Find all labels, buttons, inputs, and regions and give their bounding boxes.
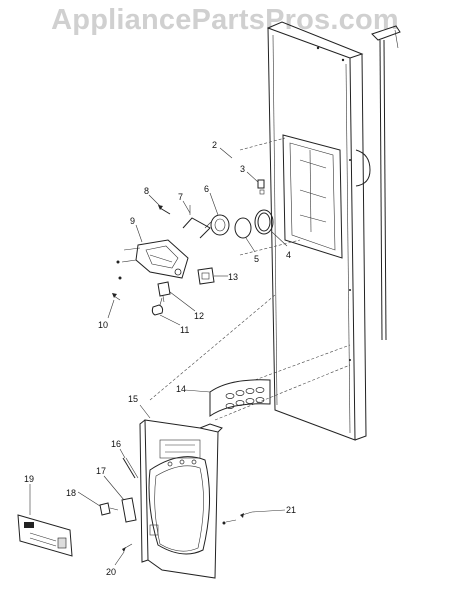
callout-8: 8 — [144, 186, 149, 196]
callout-14: 14 — [176, 384, 186, 394]
part-10-screws — [112, 260, 122, 301]
part-16-lever — [122, 457, 139, 479]
part-8-screw — [158, 205, 171, 215]
callout-10: 10 — [98, 320, 108, 330]
part-5-lens — [234, 217, 252, 239]
callout-leaders — [29, 147, 288, 566]
part-21-screws — [222, 511, 253, 525]
part-11-bulb — [151, 297, 164, 316]
part-19-control-board — [17, 514, 73, 557]
callout-17: 17 — [96, 466, 106, 476]
callout-18: 18 — [66, 488, 76, 498]
callout-7: 7 — [178, 192, 183, 202]
part-13-switch — [197, 267, 215, 285]
part-20-screws — [122, 543, 133, 552]
callout-16: 16 — [111, 439, 121, 449]
callout-19: 19 — [24, 474, 34, 484]
callout-21: 21 — [286, 505, 296, 515]
callout-4: 4 — [286, 250, 291, 260]
dispenser-recess — [282, 134, 343, 259]
part-7-bracket — [182, 205, 211, 239]
callout-13: 13 — [228, 272, 238, 282]
callout-12: 12 — [194, 311, 204, 321]
part-14-overlay — [209, 379, 271, 417]
callout-labels: 2 3 4 5 6 7 8 9 10 11 12 13 14 15 16 17 … — [24, 140, 296, 577]
part-18-clip — [99, 502, 119, 516]
door-panel — [267, 21, 371, 441]
part-12-socket — [157, 281, 171, 303]
watermark: AppliancePartsPros.com — [51, 4, 399, 36]
part-17-bracket — [121, 497, 137, 523]
callout-5: 5 — [254, 254, 259, 264]
callout-11: 11 — [180, 325, 189, 335]
callout-6: 6 — [204, 184, 209, 194]
callout-3: 3 — [240, 164, 245, 174]
callout-2: 2 — [212, 140, 217, 150]
part-4-ring — [254, 209, 274, 235]
callout-9: 9 — [130, 216, 135, 226]
part-3-clip — [257, 179, 265, 195]
callout-20: 20 — [106, 567, 116, 577]
part-6-lamp-housing — [204, 214, 230, 236]
part-15-dispenser-housing — [139, 419, 223, 579]
callout-15: 15 — [128, 394, 138, 404]
part-9-switch-assembly — [121, 239, 189, 279]
door-handle-rod — [371, 25, 401, 341]
